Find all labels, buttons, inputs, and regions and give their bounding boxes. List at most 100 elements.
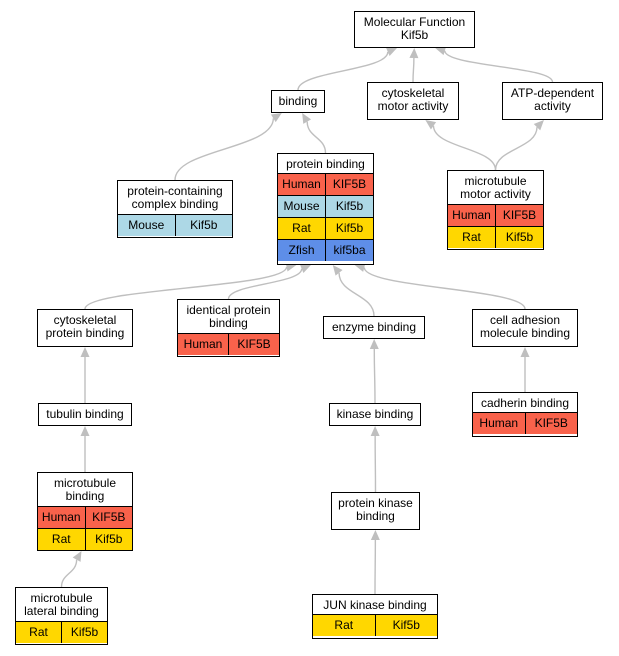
edge-arrowhead <box>435 46 447 56</box>
organism-name: Human <box>282 177 321 191</box>
organism-rows: Rat Kif5b <box>313 614 437 636</box>
organism-rows: Human KIF5B <box>178 333 279 355</box>
gene-symbol: Kif5b <box>374 615 438 636</box>
node-title: cytoskeletal protein binding <box>45 313 125 340</box>
organism-name: Zfish <box>288 243 315 257</box>
gene-symbol: Kif5b <box>325 218 373 239</box>
edge-line <box>432 125 497 171</box>
organism-name: Human <box>452 208 491 222</box>
edge-line <box>373 348 376 404</box>
edge-arrowhead <box>370 530 380 541</box>
node-title: cadherin binding <box>480 396 570 410</box>
gene-symbol: KIF5B <box>325 174 373 195</box>
edge-arrowhead <box>370 426 380 437</box>
node-jun-kinase-binding[interactable]: JUN kinase binding Rat Kif5b <box>312 594 438 639</box>
organism-name: Rat <box>51 532 71 546</box>
node-cytoskeletal-motor-activity[interactable]: cytoskeletal motor activity <box>367 82 459 120</box>
edge-line <box>494 127 538 171</box>
node-title: microtubule motor activity <box>460 174 531 201</box>
organism-row: Human KIF5B <box>178 333 279 355</box>
node-title: microtubule lateral binding <box>24 591 99 618</box>
node-title: protein kinase binding <box>338 496 413 523</box>
edge-arrowhead <box>409 48 419 59</box>
edge-line <box>174 118 275 181</box>
node-cadherin-binding[interactable]: cadherin binding Human KIF5B <box>472 392 578 437</box>
node-title: microtubule binding <box>53 476 117 503</box>
organism-row: Rat Kif5b <box>38 528 132 550</box>
organism-row: Human KIF5B <box>473 412 577 434</box>
node-title: ATP-dependent activity <box>510 86 595 113</box>
gene-symbol: Kif5b <box>174 215 233 236</box>
organism-row: Rat Kif5b <box>448 226 543 248</box>
organism-name: Rat <box>462 230 481 244</box>
edge-arrowhead <box>299 264 311 273</box>
edge-line <box>84 266 288 310</box>
node-title: cell adhesion molecule binding <box>479 313 571 340</box>
edge-line <box>306 121 327 154</box>
edge-arrowhead <box>533 120 544 131</box>
node-title: tubulin binding <box>46 407 124 421</box>
edge-arrowhead <box>425 120 437 130</box>
node-title: identical protein binding <box>186 303 271 330</box>
edge-arrowhead <box>332 265 343 276</box>
organism-name: Human <box>183 337 223 351</box>
gene-symbol: KIF5B <box>84 507 133 528</box>
node-molecular-function[interactable]: Molecular Function Kif5b <box>354 11 475 48</box>
edge-arrowhead <box>80 426 90 436</box>
node-binding[interactable]: binding <box>271 90 325 113</box>
edge-arrowhead <box>386 47 398 57</box>
organism-name: Rat <box>334 618 354 632</box>
node-title: kinase binding <box>336 407 414 421</box>
node-protein-kinase-binding[interactable]: protein kinase binding <box>331 492 420 530</box>
node-title: cytoskeletal motor activity <box>377 86 449 113</box>
node-title: Molecular Function Kif5b <box>363 15 466 42</box>
edge-line <box>227 268 303 300</box>
node-cytoskeletal-protein-binding[interactable]: cytoskeletal protein binding <box>37 309 133 347</box>
organism-name: Human <box>479 416 519 430</box>
gene-symbol: KIF5B <box>524 413 578 434</box>
edge-arrowhead <box>520 347 530 357</box>
organism-name: Mouse <box>128 218 165 232</box>
organism-name: Mouse <box>283 199 320 213</box>
node-identical-protein-binding[interactable]: identical protein binding Human KIF5B <box>177 299 280 357</box>
edge-line <box>297 51 389 91</box>
node-protein-containing-complex-binding[interactable]: protein-containing complex binding Mouse… <box>117 180 233 238</box>
node-title: protein-containing complex binding <box>127 184 223 211</box>
edge-line <box>363 267 526 310</box>
organism-row: Zfish kif5ba <box>278 239 373 261</box>
edge-line <box>444 50 554 83</box>
gene-symbol: KIF5B <box>228 334 279 355</box>
gene-symbol: kif5ba <box>325 240 373 261</box>
node-tubulin-binding[interactable]: tubulin binding <box>38 403 132 426</box>
organism-rows: Human KIF5B <box>473 412 577 434</box>
gene-symbol: Kif5b <box>495 227 543 248</box>
edge-arrowhead <box>80 347 90 357</box>
node-cell-adhesion-molecule-binding[interactable]: cell adhesion molecule binding <box>472 309 578 347</box>
node-title: JUN kinase binding <box>323 598 427 612</box>
node-title: enzyme binding <box>331 320 417 334</box>
organism-row: Rat Kif5b <box>313 614 437 636</box>
gene-symbol: Kif5b <box>84 529 133 550</box>
edge-line <box>412 57 415 83</box>
edge-arrowhead <box>354 263 366 272</box>
gene-symbol: Kif5b <box>325 196 373 217</box>
node-atp-dependent-activity[interactable]: ATP-dependent activity <box>502 82 603 120</box>
organism-rows: Mouse Kif5b <box>118 214 232 236</box>
node-title: binding <box>278 94 318 108</box>
node-enzyme-binding[interactable]: enzyme binding <box>323 316 425 339</box>
organism-row: Human KIF5B <box>278 173 373 195</box>
node-kinase-binding[interactable]: kinase binding <box>329 403 421 426</box>
organism-row: Mouse Kif5b <box>278 195 373 217</box>
